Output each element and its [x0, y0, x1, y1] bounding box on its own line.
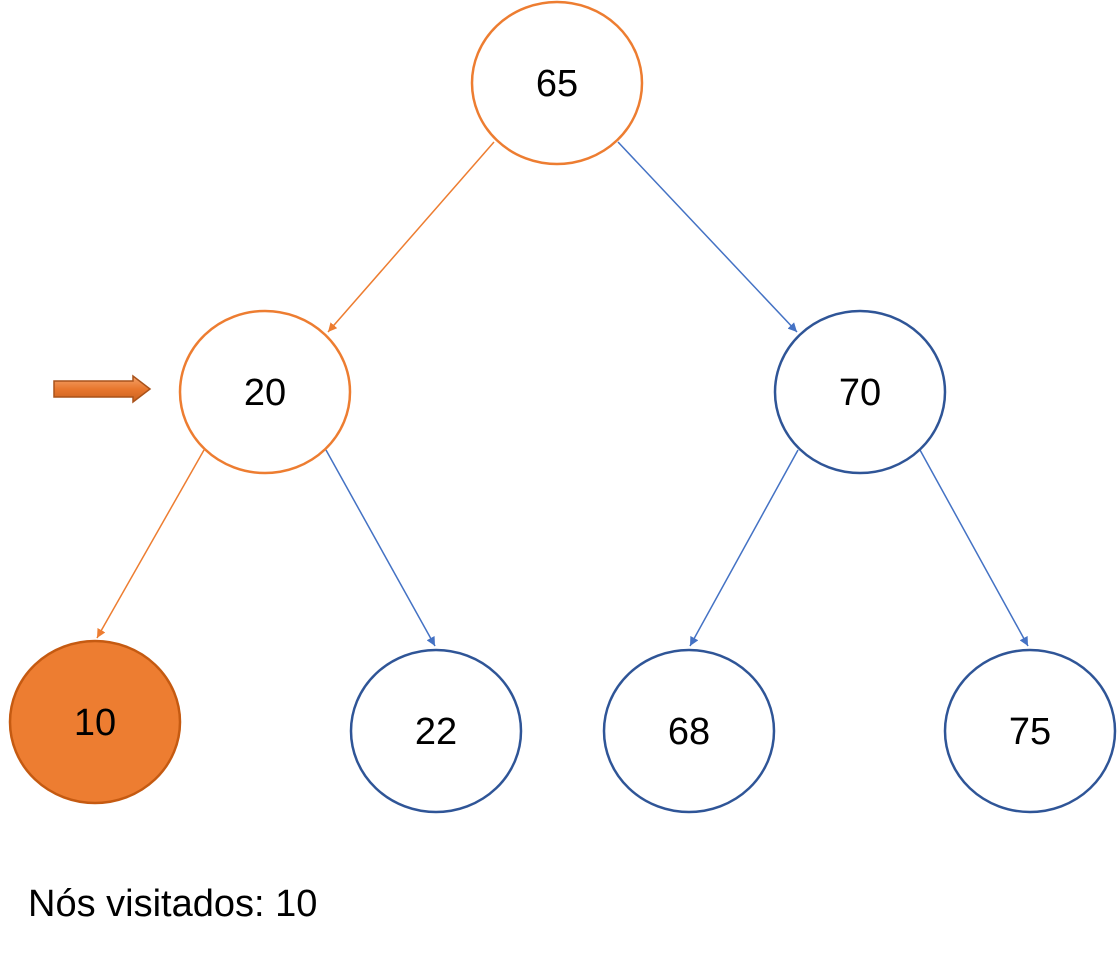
edge-65-70	[617, 141, 798, 333]
tree-node-10: 10	[8, 639, 182, 805]
node-label-65: 65	[536, 63, 578, 105]
node-label-22: 22	[415, 711, 457, 753]
tree-node-75: 75	[943, 648, 1117, 814]
node-label-75: 75	[1009, 711, 1051, 753]
tree-node-22: 22	[349, 648, 523, 814]
visited-nodes-caption: Nós visitados: 10	[28, 883, 318, 925]
right-arrow-icon	[53, 374, 152, 404]
tree-node-70: 70	[773, 309, 947, 475]
node-label-20: 20	[244, 372, 286, 414]
edge-20-22	[325, 449, 436, 647]
tree-edges	[96, 141, 1029, 647]
tree-node-68: 68	[602, 648, 776, 814]
tree-node-20: 20	[178, 309, 352, 475]
tree-nodes: 65 20 70 10 22 68 75	[8, 0, 1117, 814]
edge-70-75	[919, 449, 1029, 647]
edge-70-68	[689, 449, 799, 647]
node-label-10: 10	[74, 702, 116, 744]
node-label-68: 68	[668, 711, 710, 753]
edge-65-20	[327, 141, 495, 333]
node-label-70: 70	[839, 372, 881, 414]
tree-node-65: 65	[470, 0, 644, 166]
edge-20-10	[96, 449, 205, 639]
